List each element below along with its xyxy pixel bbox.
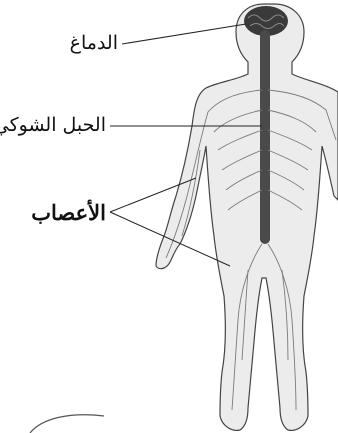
bottom-circle-fragment (30, 415, 104, 433)
spinal-cord-shape (260, 30, 270, 244)
body-silhouette (156, 4, 338, 430)
spinal-cord-label: الحبل الشوكي (0, 116, 106, 135)
nerves-label: الأعصاب (31, 202, 106, 223)
brain-leader-line (122, 24, 246, 44)
brain-label: الدماغ (70, 34, 118, 53)
